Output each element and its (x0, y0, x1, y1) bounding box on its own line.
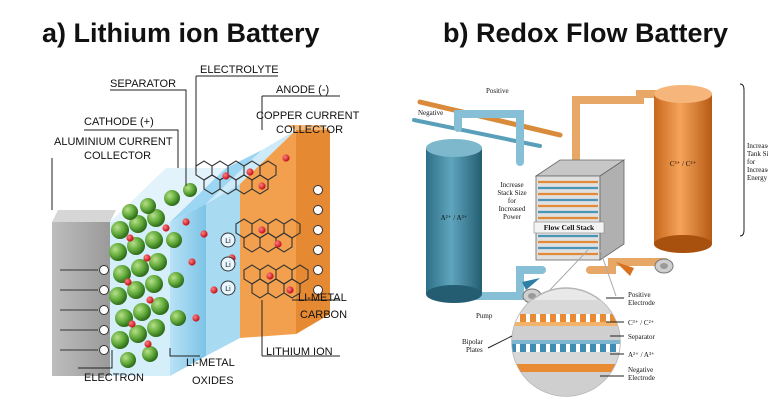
label-separator: SEPARATOR (110, 78, 176, 90)
pump-right (654, 258, 674, 274)
label-negative: Negative (418, 109, 443, 117)
label-aluminium-collector-1: ALUMINIUM CURRENT (54, 136, 173, 148)
label-stack-size-5: Power (503, 213, 522, 221)
label-aluminium-collector-2: COLLECTOR (84, 150, 151, 162)
label-separator-flow: Separator (628, 333, 655, 341)
label-pump: Pump (476, 312, 493, 320)
label-stack-size-4: Increased (499, 205, 526, 213)
panel-a-leaders (51, 75, 340, 369)
label-stack-size-3: for (508, 197, 517, 205)
label-positive: Positive (486, 87, 509, 95)
flow-battery-illustration (412, 85, 712, 397)
label-tank-size-4: Increased (747, 166, 768, 174)
label-stack-size-1: Increase (500, 181, 523, 189)
label-bipolar-plates-1: Bipolar (462, 338, 484, 346)
label-c-couple: C³⁺ / C²⁺ (628, 319, 655, 327)
label-li-metal-oxides-2: OXIDES (192, 375, 234, 387)
label-tank-size-2: Tank Size (747, 150, 768, 158)
label-li-metal-oxides-1: LI-METAL (186, 357, 235, 369)
label-electron: ELECTRON (84, 372, 144, 384)
label-negative-electrode-1: Negative (628, 366, 653, 374)
electron-markers-cathode (99, 265, 109, 355)
li-token-text: Li (225, 238, 231, 245)
flow-arrow-positive (616, 262, 634, 276)
label-negative-electrode-2: Electrode (628, 374, 655, 382)
label-tank-left: A²⁺ / A³⁺ (441, 214, 468, 222)
positive-electrolyte-tank (654, 85, 712, 253)
label-tank-size-1: Increase (747, 142, 768, 150)
label-cathode: CATHODE (+) (84, 116, 154, 128)
label-copper-collector-2: COLLECTOR (276, 124, 343, 136)
negative-pipes (412, 110, 546, 300)
label-electrolyte: ELECTROLYTE (200, 64, 279, 76)
label-stack-size-2: Stack Size (497, 189, 526, 197)
zoom-connector (599, 249, 617, 297)
label-tank-size-5: Energy (747, 174, 768, 182)
label-copper-collector-1: COPPER CURRENT (256, 110, 360, 122)
electron-paths (60, 269, 98, 351)
cathode-particles (109, 183, 197, 368)
panel-a-title: a) Lithium ion Battery (42, 18, 320, 48)
label-bipolar-plates-2: Plates (466, 346, 483, 354)
li-ion-tokens: Li Li Li (220, 232, 236, 296)
panel-b-leaders (487, 83, 745, 377)
zoom-connector (547, 249, 589, 293)
label-lithium-ion: LITHIUM ION (266, 346, 333, 358)
negative-electrolyte-tank (426, 139, 482, 303)
lithium-battery-illustration: Li Li Li (52, 125, 330, 376)
li-token-text: Li (225, 286, 231, 293)
label-anode: ANODE (-) (276, 84, 329, 96)
zoom-detail (511, 287, 621, 397)
positive-pipes (417, 90, 669, 274)
label-positive-electrode-2: Electrode (628, 299, 655, 307)
label-a-couple: A²⁺ / A³⁺ (628, 351, 655, 359)
panel-a-labels: SEPARATOR ELECTROLYTE ANODE (-) COPPER C… (54, 64, 360, 387)
label-positive-electrode-1: Positive (628, 291, 651, 299)
flow-cell-stack (533, 159, 626, 261)
flow-arrow-negative (522, 278, 540, 290)
label-li-metal-carbon-1: LI-METAL (298, 292, 347, 304)
electron-markers-anode (313, 185, 323, 295)
label-tank-size-3: for (747, 158, 756, 166)
panel-b-title: b) Redox Flow Battery (443, 18, 728, 48)
label-li-metal-carbon-2: CARBON (300, 309, 347, 321)
label-tank-right: C³⁺ / C²⁺ (670, 160, 697, 168)
panel-b-labels: Positive Negative A²⁺ / A³⁺ C³⁺ / C²⁺ In… (418, 87, 768, 382)
label-flow-cell-stack: Flow Cell Stack (544, 223, 595, 232)
li-token-text: Li (225, 262, 231, 269)
lithium-ions (124, 154, 294, 348)
